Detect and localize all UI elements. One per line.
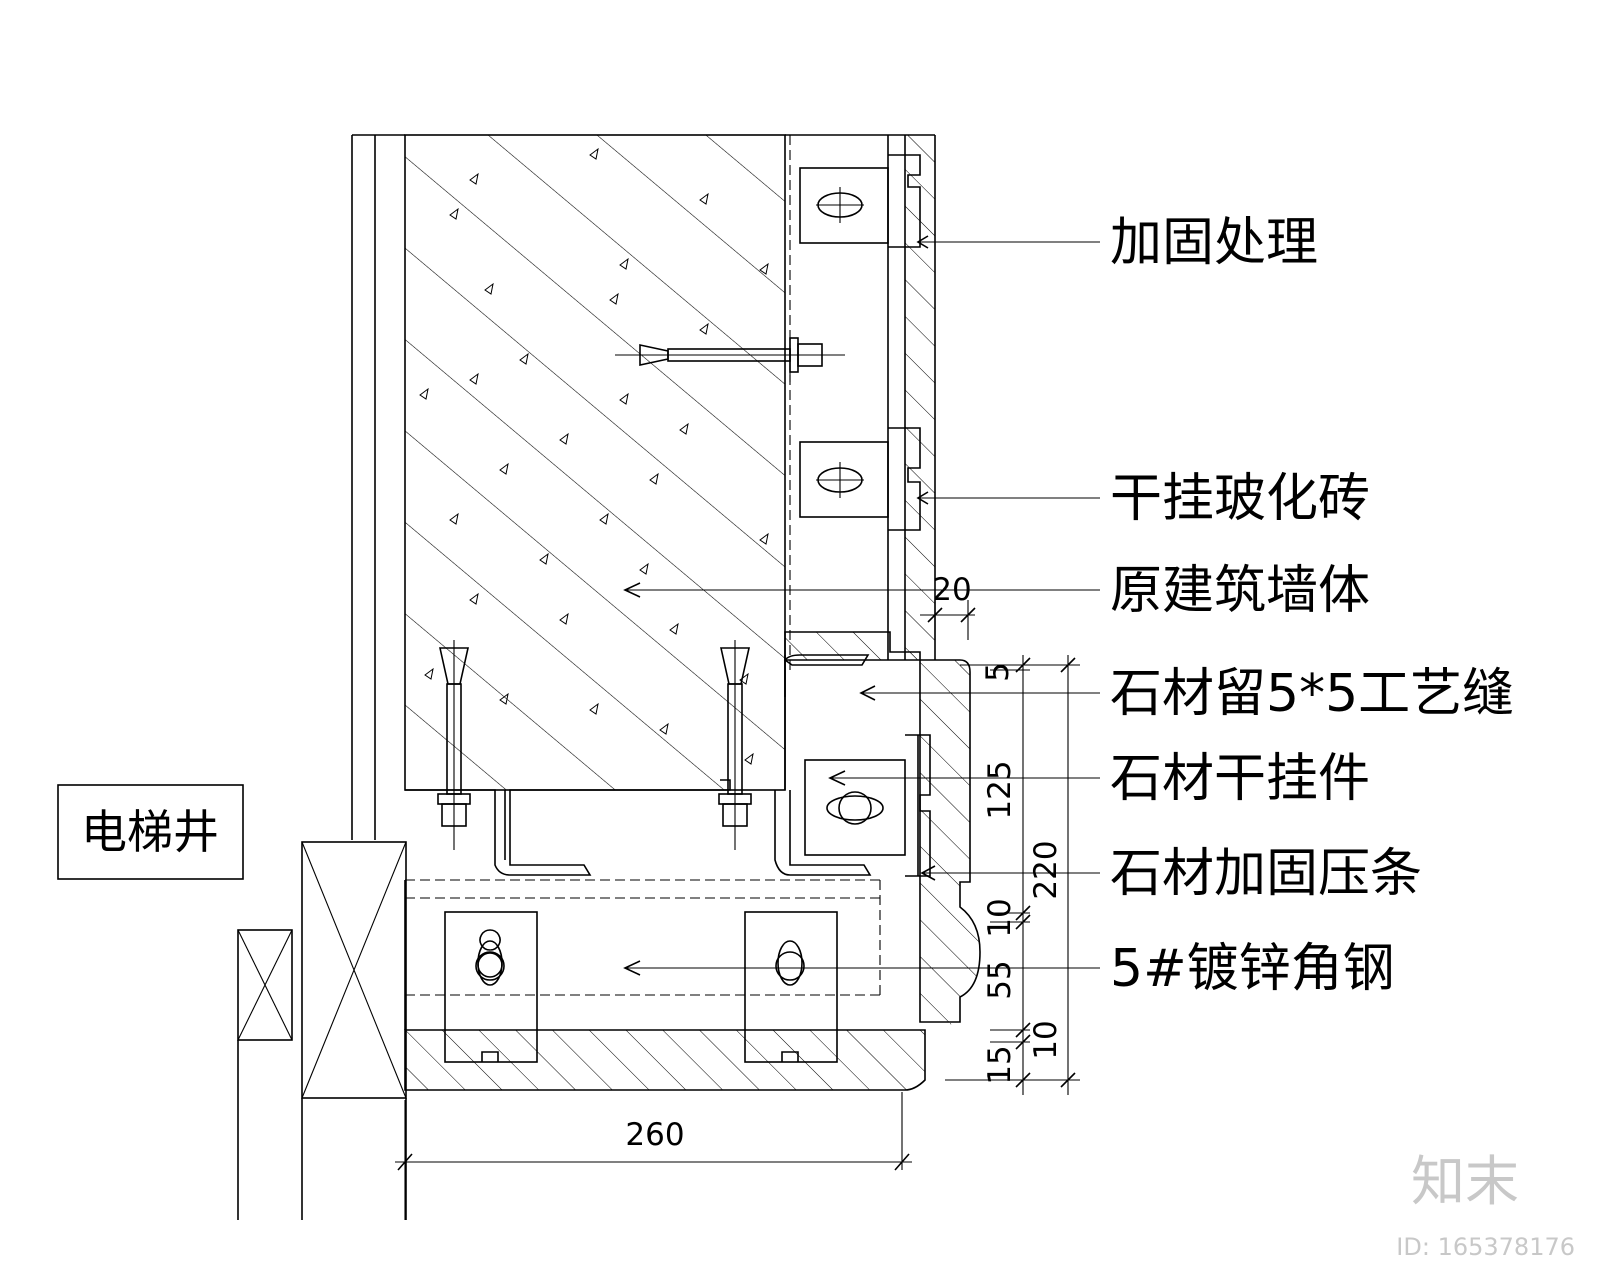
- dim-10-upper-label: 10: [982, 898, 1018, 937]
- callout-original-wall: 原建筑墙体: [1110, 561, 1370, 621]
- callout-dry-hang-tile: 干挂玻化砖: [1110, 469, 1370, 529]
- callout-angle-steel: 5#镀锌角钢: [1110, 939, 1395, 999]
- upper-hanger-bracket: [799, 154, 921, 248]
- bottom-stone-slab: [404, 1029, 926, 1091]
- watermark-brand: 知末: [1411, 1150, 1519, 1213]
- original-wall-concrete: [404, 134, 786, 791]
- horizontal-anchor-bolt: [615, 337, 845, 382]
- dim-55-label: 55: [982, 960, 1018, 999]
- dim-260-label: 260: [625, 1117, 684, 1153]
- callout-stone-groove: 石材留5*5工艺缝: [1110, 664, 1514, 724]
- dim-15-label: 15: [982, 1045, 1018, 1084]
- elevator-shaft-label-box: 电梯井: [57, 784, 244, 880]
- dim-5-label: 5: [980, 662, 1016, 682]
- watermark-id: ID: 165378176: [1396, 1233, 1575, 1261]
- corner-stone-profile: [784, 631, 981, 1027]
- vertical-anchor-bolt-left: [437, 640, 471, 850]
- lower-hanger-brackets: [444, 911, 838, 1063]
- vertical-dimension-chain: 5 125 10 220 55 10 15: [945, 655, 1080, 1095]
- dim-125-label: 125: [982, 760, 1018, 819]
- leader-lines: [623, 235, 1100, 976]
- side-hanger-bracket: [804, 734, 931, 877]
- dim-10-lower-label: 10: [1028, 1020, 1064, 1059]
- lower-cavity: [404, 879, 881, 1030]
- elevator-door-frame-large: [301, 841, 407, 1220]
- callout-stone-press-strip: 石材加固压条: [1110, 844, 1422, 904]
- dim-220-label: 220: [1028, 840, 1064, 899]
- elevator-door-frame-small: [237, 929, 293, 1220]
- dimension-260: 260: [395, 1092, 912, 1220]
- callout-stone-hanger: 石材干挂件: [1110, 749, 1370, 809]
- vertical-anchor-bolt-right: [718, 640, 752, 850]
- elevator-shaft-rails: [351, 134, 405, 840]
- elevator-shaft-label: 电梯井: [81, 805, 219, 859]
- middle-hanger-bracket: [799, 427, 921, 531]
- callout-reinforcement: 加固处理: [1110, 213, 1318, 273]
